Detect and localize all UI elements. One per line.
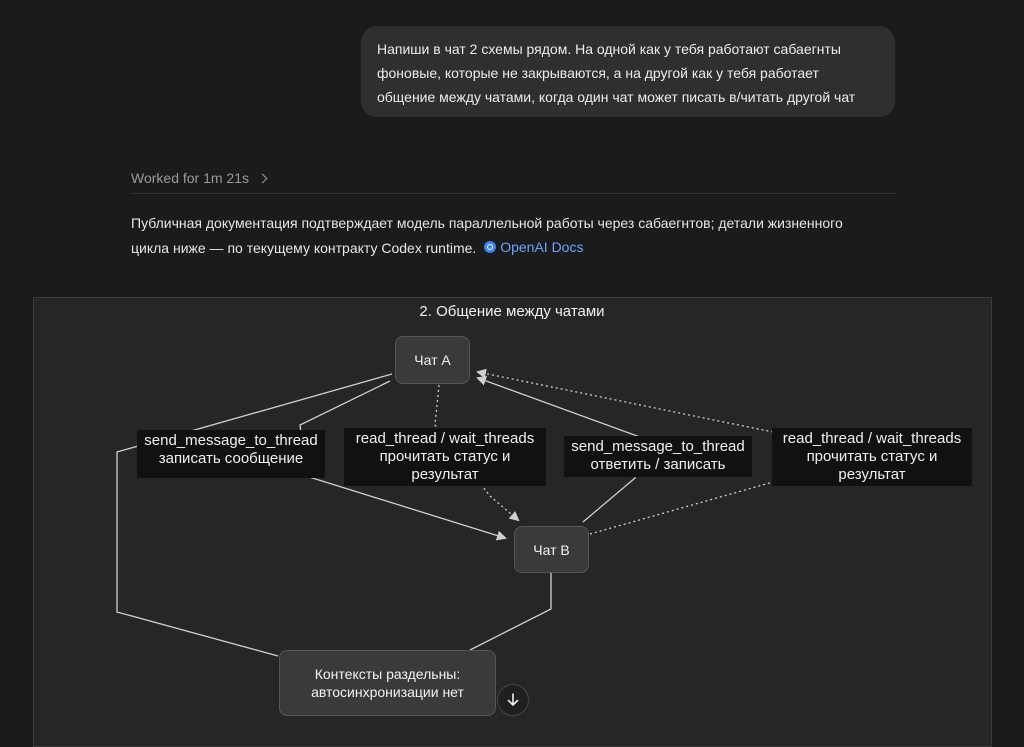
user-message-line: фоновые, которые не закрываются, а на др… — [377, 65, 819, 81]
user-message-line: Напиши в чат 2 схемы рядом. На одной как… — [377, 41, 841, 57]
node-chat-b: Чат B — [514, 526, 589, 573]
edge-label-line: прочитать статус и — [806, 448, 938, 465]
source-link-label: OpenAI Docs — [500, 239, 584, 255]
edge-label-send-b: send_message_to_thread ответить / записа… — [564, 436, 752, 477]
edge-label-line: send_message_to_thread — [144, 432, 318, 449]
edge-label-line: результат — [838, 466, 906, 483]
chevron-right-icon — [257, 173, 268, 183]
user-message-bubble: Напиши в чат 2 схемы рядом. На одной как… — [361, 26, 895, 117]
user-message-line: общение между чатами, когда один чат мож… — [377, 89, 856, 105]
edge-label-line: read_thread / wait_threads — [355, 430, 535, 447]
edge-label-send-a: send_message_to_thread записать сообщени… — [137, 430, 325, 478]
diagram-title: 2. Общение между чатами — [419, 303, 605, 320]
arrow-down-icon — [507, 693, 519, 706]
answer-line: Публичная документация подтверждает моде… — [131, 215, 843, 231]
diagram-container — [33, 297, 992, 747]
edge-label-line: read_thread / wait_threads — [782, 430, 962, 447]
divider — [131, 193, 895, 194]
edge-label-line: send_message_to_thread — [571, 438, 745, 455]
scroll-down-button[interactable] — [497, 684, 529, 716]
node-contexts-separate: Контексты раздельны: автосинхронизации н… — [279, 650, 496, 716]
node-contexts-line: автосинхронизации нет — [311, 684, 464, 700]
answer-line: цикла ниже — по текущему контракту Codex… — [131, 235, 895, 260]
worked-for-label: Worked for 1m 21s — [131, 170, 250, 186]
node-chat-a: Чат A — [395, 336, 470, 384]
worked-for-toggle[interactable]: Worked for 1m 21s — [131, 168, 268, 188]
answer-line-text: цикла ниже — по текущему контракту Codex… — [131, 240, 477, 256]
edge-label-line: записать сообщение — [158, 450, 304, 467]
edge-label-line: результат — [411, 466, 479, 483]
edge-label-line: прочитать статус и — [379, 448, 511, 465]
openai-docs-icon — [484, 241, 497, 253]
source-link[interactable]: OpenAI Docs — [484, 235, 583, 259]
node-contexts-line: Контексты раздельны: — [314, 666, 461, 682]
edge-label-read-b: read_thread / wait_threads прочитать ста… — [772, 428, 972, 486]
assistant-answer: Публичная документация подтверждает моде… — [131, 211, 895, 260]
edge-label-read-a: read_thread / wait_threads прочитать ста… — [344, 428, 546, 486]
edge-label-line: ответить / записать — [590, 456, 726, 473]
